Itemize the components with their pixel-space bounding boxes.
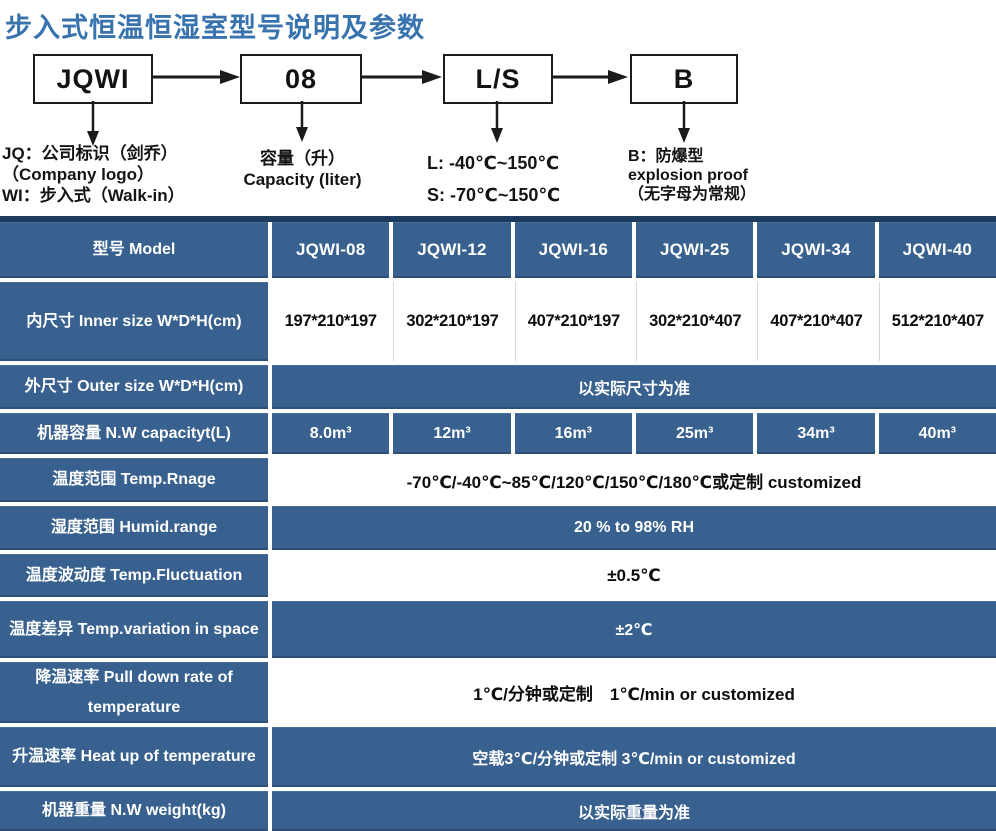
header-model-jqwi-34: JQWI-34 — [757, 222, 875, 278]
capacity-value: 8.0m³ — [272, 413, 390, 454]
model-box-temp-range: L/S — [443, 54, 553, 104]
inner-size-value: 302*210*197 — [393, 282, 511, 361]
row-label-temp-variation: 温度差异 Temp.variation in space — [0, 601, 268, 658]
capacity-value: 34m³ — [757, 413, 875, 454]
arrow-down-jqwi — [87, 101, 99, 146]
note-line: 容量（升） — [260, 149, 345, 168]
spec-grid: 型号 Model JQWI-08 JQWI-12 JQWI-16 JQWI-25… — [0, 222, 996, 831]
humidity-range-value: 20 % to 98% RH — [272, 506, 996, 550]
inner-size-value: 197*210*197 — [272, 282, 390, 361]
note-capacity: 容量（升） Capacity (liter) — [205, 148, 400, 190]
row-label-heat-up-rate: 升温速率 Heat up of temperature — [0, 727, 268, 787]
arrow-down-explosion — [678, 101, 690, 143]
arrow-right-2 — [360, 70, 442, 84]
note-line: S: -70℃~150℃ — [427, 185, 561, 205]
model-box-explosion: B — [630, 54, 738, 104]
model-box-jqwi-label: JQWI — [56, 63, 130, 94]
row-label-temp-fluctuation: 温度波动度 Temp.Fluctuation — [0, 554, 268, 597]
note-line: WI：步入式（Walk-in） — [2, 186, 185, 205]
header-model-jqwi-08: JQWI-08 — [272, 222, 390, 278]
row-label-capacity: 机器容量 N.W capacityt(L) — [0, 413, 268, 454]
inner-size-value: 512*210*407 — [878, 282, 996, 361]
page-title: 步入式恒温恒湿室型号说明及参数 — [5, 13, 425, 43]
header-model-label: 型号 Model — [0, 222, 268, 278]
header-model-jqwi-16: JQWI-16 — [514, 222, 632, 278]
arrow-down-capacity — [296, 101, 308, 142]
model-code-diagram: 步入式恒温恒湿室型号说明及参数 JQWI 08 L/S B — [0, 0, 996, 216]
row-label-temp-range: 温度范围 Temp.Rnage — [0, 458, 268, 502]
arrow-down-temp-range — [491, 101, 503, 143]
temp-variation-value: ±2℃ — [272, 601, 996, 658]
arrow-right-3 — [551, 70, 628, 84]
model-box-capacity: 08 — [240, 54, 362, 104]
note-line: JQ：公司标识（剑乔） — [2, 144, 178, 163]
row-label-pull-down-rate: 降温速率 Pull down rate of temperature — [0, 662, 268, 723]
note-line: Capacity (liter) — [243, 170, 362, 189]
note-temp-range: L: -40℃~150℃ S: -70℃~150℃ — [427, 147, 560, 211]
spec-table: 型号 Model JQWI-08 JQWI-12 JQWI-16 JQWI-25… — [0, 216, 996, 831]
capacity-value: 40m³ — [878, 413, 996, 454]
model-box-explosion-label: B — [673, 63, 695, 94]
note-line: L: -40℃~150℃ — [427, 153, 560, 173]
note-line: B：防爆型 — [628, 148, 704, 165]
row-label-humidity-range: 湿度范围 Humid.range — [0, 506, 268, 550]
note-explosion-proof: B：防爆型 explosion proof （无字母为常规） — [628, 147, 756, 204]
row-label-outer-size: 外尺寸 Outer size W*D*H(cm) — [0, 365, 268, 409]
header-model-jqwi-25: JQWI-25 — [636, 222, 754, 278]
model-box-temp-range-label: L/S — [475, 63, 521, 94]
temp-fluctuation-value: ±0.5℃ — [272, 554, 996, 597]
arrow-right-1 — [151, 70, 240, 84]
temp-range-value: -70℃/-40℃~85℃/120℃/150℃/180℃或定制 customiz… — [272, 458, 996, 502]
header-model-jqwi-12: JQWI-12 — [393, 222, 511, 278]
row-label-machine-weight: 机器重量 N.W weight(kg) — [0, 791, 268, 831]
note-line: explosion proof — [628, 167, 748, 184]
inner-size-value: 407*210*407 — [757, 282, 875, 361]
note-company-logo: JQ：公司标识（剑乔） （Company logo） WI：步入式（Walk-i… — [2, 143, 185, 206]
note-line: （无字母为常规） — [628, 186, 757, 203]
inner-size-value: 407*210*197 — [514, 282, 632, 361]
model-box-capacity-label: 08 — [284, 63, 318, 94]
header-model-jqwi-40: JQWI-40 — [878, 222, 996, 278]
outer-size-value: 以实际尺寸为准 — [272, 365, 996, 409]
row-label-inner-size: 内尺寸 Inner size W*D*H(cm) — [0, 282, 268, 361]
heat-up-rate-value: 空载3℃/分钟或定制 3℃/min or customized — [272, 727, 996, 787]
pull-down-rate-value: 1℃/分钟或定制 1℃/min or customized — [272, 662, 996, 723]
capacity-value: 12m³ — [393, 413, 511, 454]
note-line: （Company logo） — [2, 165, 155, 184]
capacity-value: 25m³ — [636, 413, 754, 454]
table-top-border — [0, 216, 996, 222]
model-box-jqwi: JQWI — [33, 54, 153, 104]
inner-size-value: 302*210*407 — [636, 282, 754, 361]
machine-weight-value: 以实际重量为准 — [272, 791, 996, 831]
capacity-value: 16m³ — [514, 413, 632, 454]
